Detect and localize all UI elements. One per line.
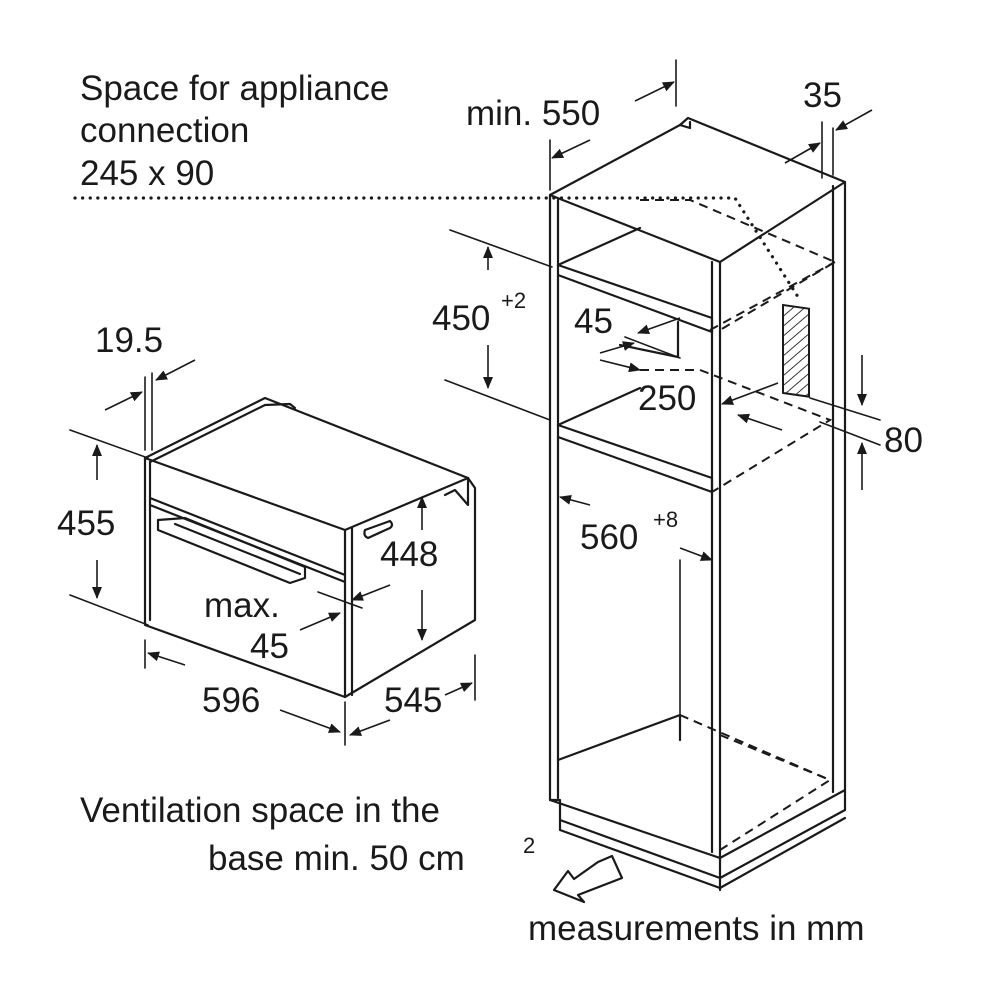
dim-19-5: 19.5 [95, 321, 163, 360]
connection-label-line1: Space for appliance [80, 69, 389, 108]
dim-max-45: 45 [250, 627, 289, 666]
dim-450-tolerance: +2 [501, 288, 526, 313]
units-note: measurements in mm [528, 909, 864, 948]
dim-545: 545 [384, 681, 442, 720]
dim-250: 250 [638, 379, 696, 418]
dim-596: 596 [202, 681, 260, 720]
dim-560-tolerance: +8 [653, 507, 678, 532]
dim-560: 560 [580, 518, 638, 557]
connection-dotted-line [73, 196, 802, 302]
dim-450: 450 [432, 299, 490, 338]
ventilation-label-sup: 2 [523, 833, 535, 858]
ventilation-label-line1: Ventilation space in the [80, 791, 440, 830]
dim-455: 455 [57, 504, 115, 543]
connection-area-hatch [782, 303, 810, 398]
dim-35: 35 [803, 76, 842, 115]
ventilation-label-line2: base min. 50 cm [208, 839, 465, 878]
dim-min-550: min. 550 [466, 94, 600, 133]
tall-cabinet [548, 116, 847, 892]
built-in-oven [143, 396, 477, 699]
dim-80: 80 [884, 421, 923, 460]
connection-label-line2: connection [80, 111, 249, 150]
dim-45-niche: 45 [574, 302, 613, 341]
dim-max-label: max. [204, 586, 280, 625]
connection-label-line3: 245 x 90 [80, 154, 214, 193]
dim-448: 448 [380, 535, 438, 574]
ventilation-arrow-icon [552, 854, 624, 904]
